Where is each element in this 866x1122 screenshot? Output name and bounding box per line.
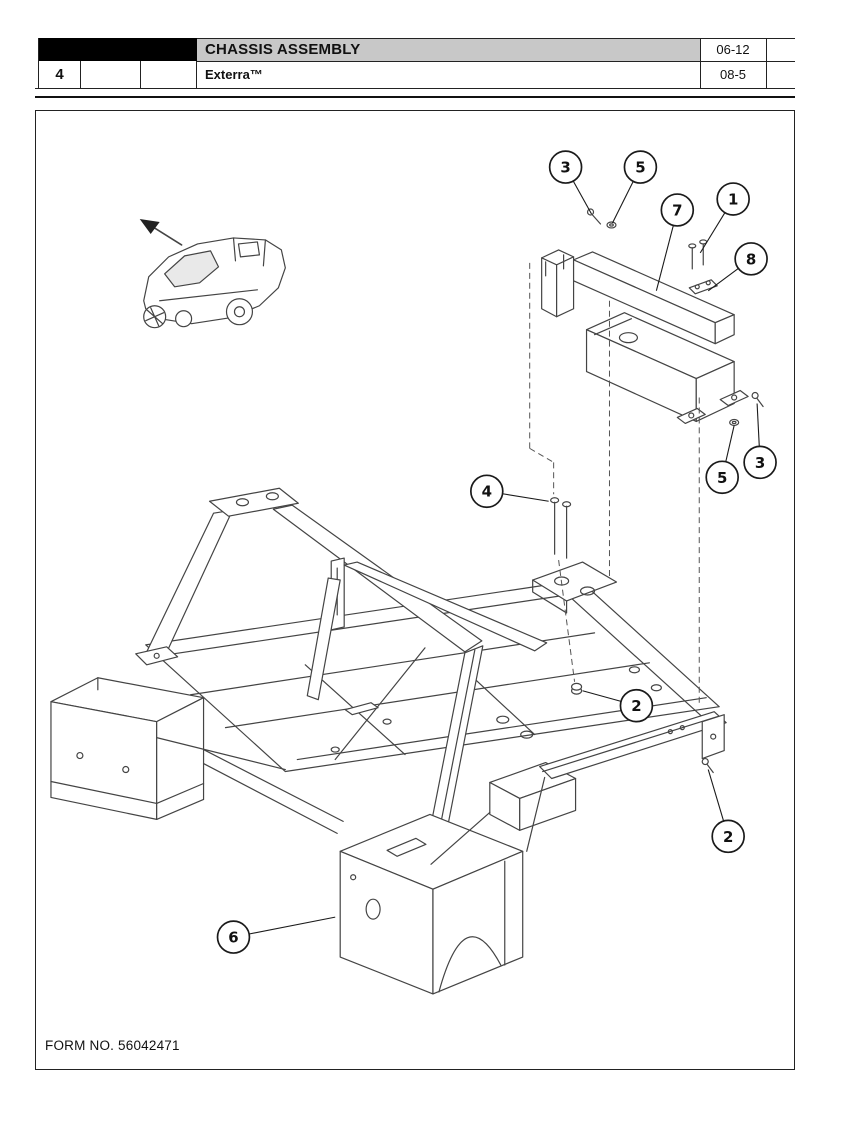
callout-leader — [707, 769, 725, 822]
header-divider — [80, 61, 81, 88]
callout-balloon — [548, 150, 583, 184]
callout-leader — [502, 493, 549, 502]
header-rule — [35, 96, 795, 98]
direction-arrow-icon — [139, 218, 183, 246]
callout-balloon — [216, 920, 251, 954]
sweeper-machine-icon — [143, 237, 286, 329]
callout-leader — [249, 916, 336, 935]
callout-leader — [582, 690, 622, 702]
callout-balloon — [470, 474, 504, 509]
callout-number: 2 — [723, 828, 733, 846]
callout-leader — [756, 403, 760, 447]
form-number: FORM NO. 56042471 — [45, 1038, 180, 1053]
callout-number: 6 — [228, 929, 238, 947]
callout-number: 4 — [482, 483, 492, 501]
header-divider — [766, 38, 767, 88]
callout-number: 7 — [672, 201, 682, 219]
callout-balloon — [743, 445, 777, 480]
diagram-frame: 3 5 7 1 8 5 3 4 2 2 6 FORM NO. 56042471 — [35, 110, 795, 1070]
callout-balloon — [660, 193, 695, 227]
callout-balloon — [619, 688, 654, 723]
model-name: Exterra™ — [205, 67, 263, 82]
callout-leader — [725, 425, 735, 462]
bumper-weight-assembly-drawing — [541, 249, 749, 425]
callout-leader — [699, 212, 726, 254]
callout-leader — [572, 180, 593, 215]
callout-leader — [655, 225, 674, 291]
callout-balloons: 3 5 7 1 8 5 3 4 2 2 6 — [216, 150, 777, 954]
callout-leader — [611, 181, 634, 224]
callout-number: 8 — [746, 250, 756, 268]
revision-code-bottom: 08-5 — [719, 67, 747, 82]
revision-code-top: 06-12 — [716, 42, 750, 57]
callout-number: 3 — [755, 454, 765, 472]
header-divider — [140, 61, 141, 88]
callout-balloon — [623, 150, 658, 184]
header-divider — [38, 38, 795, 39]
alignment-dashed-lines — [529, 262, 700, 706]
header-divider — [700, 38, 701, 88]
callout-balloon — [705, 460, 739, 495]
chassis-frame-drawing — [50, 487, 727, 995]
callout-balloon — [711, 819, 745, 854]
chassis-assembly-diagram: 3 5 7 1 8 5 3 4 2 2 6 — [50, 150, 777, 995]
callout-leader — [707, 268, 739, 292]
header-divider — [35, 88, 795, 89]
header-divider — [197, 61, 795, 62]
callout-number: 3 — [560, 159, 570, 177]
header-divider — [196, 61, 197, 88]
callout-balloon — [734, 242, 768, 276]
callout-number: 2 — [631, 697, 641, 715]
callout-balloon — [716, 182, 750, 216]
header-black-box — [39, 38, 197, 61]
section-number: 4 — [55, 66, 64, 83]
page-title: CHASSIS ASSEMBLY — [197, 39, 700, 61]
callout-number: 1 — [728, 191, 738, 209]
header-divider — [38, 38, 39, 88]
callout-number: 5 — [717, 469, 727, 487]
callout-number: 5 — [635, 159, 645, 177]
